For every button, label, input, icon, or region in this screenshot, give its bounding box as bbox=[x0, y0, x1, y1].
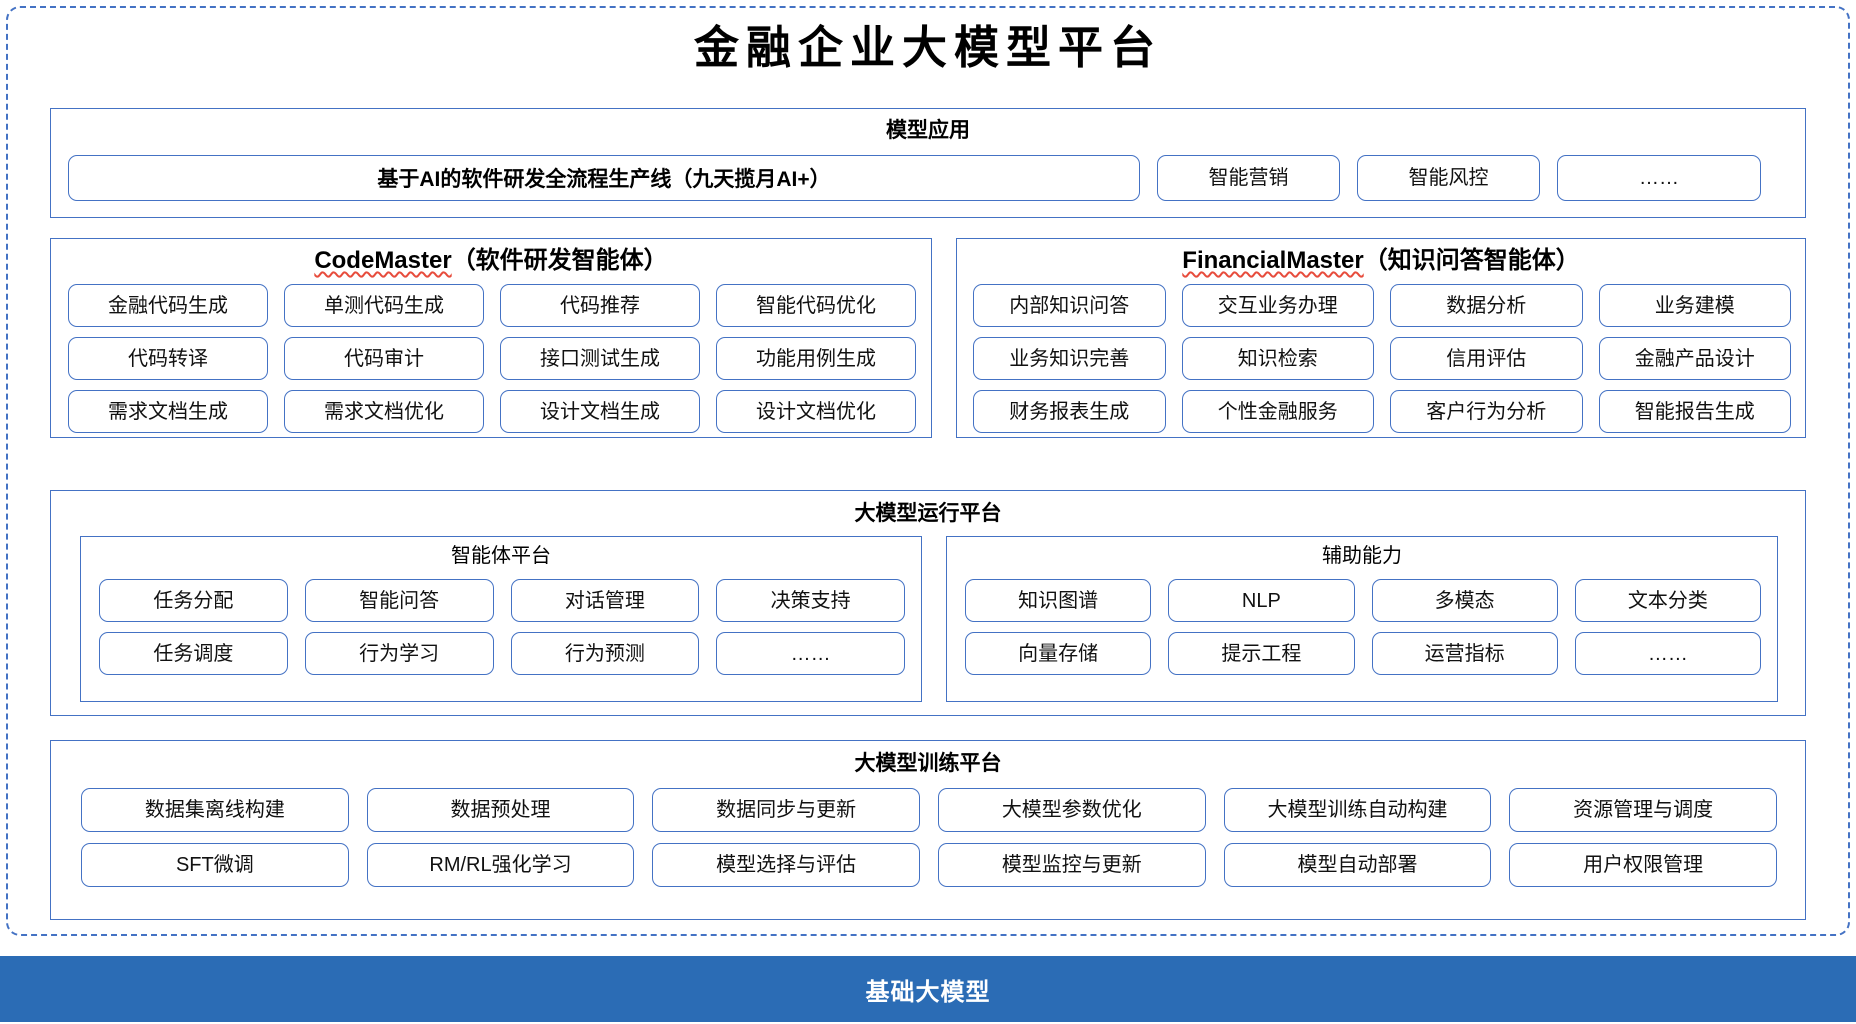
chip-agent-4[interactable]: 任务调度 bbox=[99, 632, 288, 675]
section-title-code-master: CodeMaster（软件研发智能体） bbox=[51, 247, 931, 276]
chip-code-2[interactable]: 代码推荐 bbox=[500, 284, 700, 327]
chip-code-7[interactable]: 功能用例生成 bbox=[716, 337, 916, 380]
chip-code-6[interactable]: 接口测试生成 bbox=[500, 337, 700, 380]
section-title-runtime-platform: 大模型运行平台 bbox=[854, 502, 1002, 525]
chip-smart-marketing[interactable]: 智能营销 bbox=[1157, 155, 1340, 201]
chip-code-10[interactable]: 设计文档生成 bbox=[500, 390, 700, 433]
chip-aux-0[interactable]: 知识图谱 bbox=[965, 579, 1152, 622]
chip-agent-6[interactable]: 行为预测 bbox=[510, 632, 700, 675]
code-master-items: 金融代码生成 单测代码生成 代码推荐 智能代码优化 代码转译 代码审计 接口测试… bbox=[68, 284, 916, 433]
chip-fin-2[interactable]: 数据分析 bbox=[1390, 284, 1583, 327]
chip-train-11[interactable]: 用户权限管理 bbox=[1509, 843, 1777, 887]
chip-train-3[interactable]: 大模型参数优化 bbox=[937, 788, 1206, 832]
chip-fin-6[interactable]: 信用评估 bbox=[1390, 337, 1583, 380]
auxiliary-capability-items: 知识图谱 NLP 多模态 文本分类 向量存储 提示工程 运营指标 …… bbox=[965, 579, 1761, 675]
chip-code-3[interactable]: 智能代码优化 bbox=[716, 284, 916, 327]
chip-fin-3[interactable]: 业务建模 bbox=[1598, 284, 1791, 327]
chip-train-9[interactable]: 模型监控与更新 bbox=[937, 843, 1206, 887]
chip-fin-5[interactable]: 知识检索 bbox=[1181, 337, 1374, 380]
financial-master-name: FinancialMaster bbox=[1182, 247, 1364, 274]
section-title-training-platform: 大模型训练平台 bbox=[854, 752, 1002, 775]
chip-train-5[interactable]: 资源管理与调度 bbox=[1509, 788, 1777, 832]
chip-ai-software-pipeline[interactable]: 基于AI的软件研发全流程生产线（九天揽月AI+） bbox=[68, 155, 1140, 201]
chip-fin-1[interactable]: 交互业务办理 bbox=[1181, 284, 1374, 327]
chip-train-2[interactable]: 数据同步与更新 bbox=[652, 788, 920, 832]
chip-fin-9[interactable]: 个性金融服务 bbox=[1181, 390, 1374, 433]
chip-smart-risk-control[interactable]: 智能风控 bbox=[1357, 155, 1540, 201]
financial-master-suffix: （知识问答智能体） bbox=[1363, 247, 1580, 274]
chip-fin-7[interactable]: 金融产品设计 bbox=[1598, 337, 1791, 380]
chip-code-11[interactable]: 设计文档优化 bbox=[716, 390, 916, 433]
chip-aux-1[interactable]: NLP bbox=[1168, 579, 1355, 622]
chip-train-0[interactable]: 数据集离线构建 bbox=[81, 788, 349, 832]
chip-code-1[interactable]: 单测代码生成 bbox=[284, 284, 484, 327]
chip-code-9[interactable]: 需求文档优化 bbox=[284, 390, 484, 433]
chip-fin-0[interactable]: 内部知识问答 bbox=[973, 284, 1166, 327]
chip-fin-11[interactable]: 智能报告生成 bbox=[1598, 390, 1791, 433]
section-runtime-platform: 大模型运行平台 智能体平台 任务分配 智能问答 对话管理 决策支持 任务调度 行… bbox=[50, 490, 1806, 716]
chip-train-1[interactable]: 数据预处理 bbox=[366, 788, 635, 832]
agent-platform-items: 任务分配 智能问答 对话管理 决策支持 任务调度 行为学习 行为预测 …… bbox=[99, 579, 905, 675]
chip-aux-6[interactable]: 运营指标 bbox=[1371, 632, 1558, 675]
chip-code-8[interactable]: 需求文档生成 bbox=[68, 390, 268, 433]
chip-fin-10[interactable]: 客户行为分析 bbox=[1390, 390, 1583, 433]
training-platform-items: 数据集离线构建 数据预处理 数据同步与更新 大模型参数优化 大模型训练自动构建 … bbox=[81, 788, 1777, 887]
section-financial-master: FinancialMaster（知识问答智能体） 内部知识问答 交互业务办理 数… bbox=[956, 238, 1806, 438]
subpanel-auxiliary-capability: 辅助能力 知识图谱 NLP 多模态 文本分类 向量存储 提示工程 运营指标 …… bbox=[946, 536, 1778, 702]
chip-code-0[interactable]: 金融代码生成 bbox=[68, 284, 268, 327]
section-training-platform: 大模型训练平台 数据集离线构建 数据预处理 数据同步与更新 大模型参数优化 大模… bbox=[50, 740, 1806, 920]
code-master-name: CodeMaster bbox=[314, 247, 452, 274]
subpanel-title-agent-platform: 智能体平台 bbox=[451, 545, 551, 567]
chip-code-5[interactable]: 代码审计 bbox=[284, 337, 484, 380]
chip-train-10[interactable]: 模型自动部署 bbox=[1223, 843, 1492, 887]
chip-agent-7[interactable]: …… bbox=[716, 632, 905, 675]
chip-aux-7[interactable]: …… bbox=[1574, 632, 1761, 675]
chip-agent-1[interactable]: 智能问答 bbox=[304, 579, 494, 622]
chip-fin-8[interactable]: 财务报表生成 bbox=[973, 390, 1166, 433]
chip-more-applications[interactable]: …… bbox=[1557, 155, 1761, 201]
code-master-suffix: （软件研发智能体） bbox=[451, 247, 668, 274]
section-code-master: CodeMaster（软件研发智能体） 金融代码生成 单测代码生成 代码推荐 智… bbox=[50, 238, 932, 438]
chip-aux-3[interactable]: 文本分类 bbox=[1574, 579, 1761, 622]
chip-train-7[interactable]: RM/RL强化学习 bbox=[366, 843, 635, 887]
section-model-application: 模型应用 基于AI的软件研发全流程生产线（九天揽月AI+） 智能营销 智能风控 … bbox=[50, 108, 1806, 218]
section-title-financial-master: FinancialMaster（知识问答智能体） bbox=[957, 247, 1805, 276]
chip-aux-2[interactable]: 多模态 bbox=[1371, 579, 1558, 622]
chip-agent-5[interactable]: 行为学习 bbox=[304, 632, 494, 675]
foundation-model-label: 基础大模型 bbox=[865, 978, 991, 1006]
foundation-model-band: 基础大模型 bbox=[0, 956, 1856, 1022]
chip-agent-2[interactable]: 对话管理 bbox=[510, 579, 700, 622]
chip-aux-5[interactable]: 提示工程 bbox=[1168, 632, 1355, 675]
subpanel-agent-platform: 智能体平台 任务分配 智能问答 对话管理 决策支持 任务调度 行为学习 行为预测… bbox=[80, 536, 922, 702]
model-application-items: 基于AI的软件研发全流程生产线（九天揽月AI+） 智能营销 智能风控 …… bbox=[68, 155, 1790, 201]
financial-master-items: 内部知识问答 交互业务办理 数据分析 业务建模 业务知识完善 知识检索 信用评估… bbox=[973, 284, 1791, 433]
chip-aux-4[interactable]: 向量存储 bbox=[965, 632, 1152, 675]
chip-train-6[interactable]: SFT微调 bbox=[81, 843, 349, 887]
chip-train-8[interactable]: 模型选择与评估 bbox=[652, 843, 920, 887]
section-title-model-application: 模型应用 bbox=[886, 119, 970, 142]
chip-train-4[interactable]: 大模型训练自动构建 bbox=[1223, 788, 1492, 832]
chip-agent-0[interactable]: 任务分配 bbox=[99, 579, 288, 622]
chip-fin-4[interactable]: 业务知识完善 bbox=[973, 337, 1166, 380]
chip-code-4[interactable]: 代码转译 bbox=[68, 337, 268, 380]
subpanel-title-auxiliary-capability: 辅助能力 bbox=[1322, 545, 1402, 567]
chip-agent-3[interactable]: 决策支持 bbox=[716, 579, 905, 622]
page-title: 金融企业大模型平台 bbox=[693, 21, 1162, 74]
